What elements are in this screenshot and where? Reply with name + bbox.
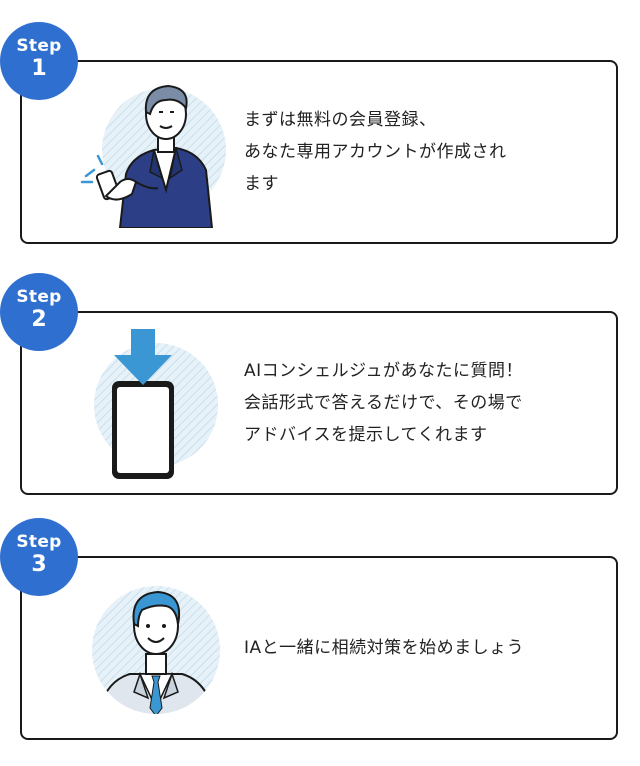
- step-badge: Step 2: [0, 273, 78, 351]
- step-badge: Step 3: [0, 518, 78, 596]
- description-line: AIコンシェルジュがあなたに質問！: [244, 361, 523, 381]
- step-badge: Step 1: [0, 22, 78, 100]
- step-badge-word: Step: [16, 287, 62, 307]
- step-badge-number: 2: [31, 307, 47, 332]
- description-line: ます: [244, 174, 279, 194]
- step-badge-number: 3: [31, 552, 47, 577]
- description-line: IAと一緒に相続対策を始めましょう: [244, 638, 525, 658]
- step-card: IAと一緒に相続対策を始めましょう: [20, 556, 618, 740]
- phone-download-icon: [94, 329, 218, 479]
- description-line: まずは無料の会員登録、: [244, 110, 437, 130]
- step-description: AIコンシェルジュがあなたに質問！ 会話形式で答えるだけで、その場で アドバイス…: [244, 355, 594, 451]
- step-description: IAと一緒に相続対策を始めましょう: [244, 632, 594, 664]
- step-badge-word: Step: [16, 36, 62, 56]
- man-with-phone-icon: [80, 84, 226, 228]
- businessman-avatar-icon: [92, 586, 220, 714]
- description-line: あなた専用アカウントが作成され: [244, 142, 507, 162]
- step-badge-word: Step: [16, 532, 62, 552]
- step-card: まずは無料の会員登録、 あなた専用アカウントが作成され ます: [20, 60, 618, 244]
- step-description: まずは無料の会員登録、 あなた専用アカウントが作成され ます: [244, 104, 594, 200]
- description-line: アドバイスを提示してくれます: [244, 425, 488, 445]
- description-line: 会話形式で答えるだけで、その場で: [244, 393, 523, 413]
- step-badge-number: 1: [31, 56, 47, 81]
- step-card: AIコンシェルジュがあなたに質問！ 会話形式で答えるだけで、その場で アドバイス…: [20, 311, 618, 495]
